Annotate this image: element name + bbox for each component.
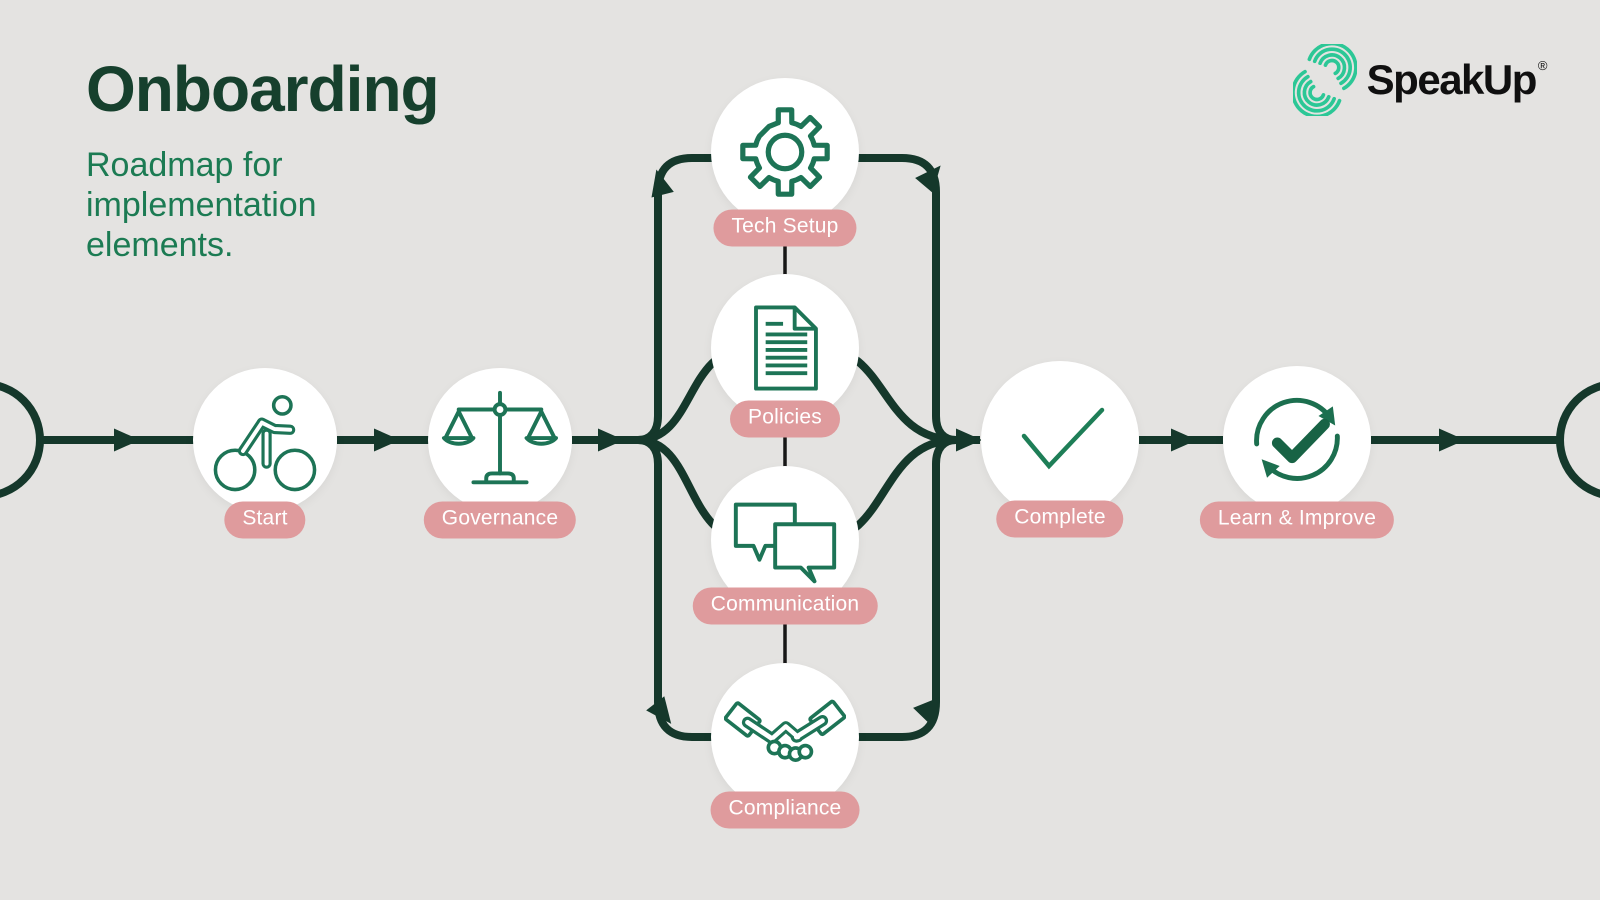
speakup-logo: SpeakUp® [1292,44,1548,116]
label-compliance: Compliance [710,791,860,829]
label-start: Start [224,501,306,539]
node-compliance [711,663,859,811]
header: Onboarding Roadmap for implementation el… [86,53,440,266]
flow-entry-ring [0,382,44,498]
node-governance [428,368,572,512]
chat-bubbles-icon [733,502,837,584]
node-tech-setup [711,78,859,226]
page-title: Onboarding [86,53,440,125]
subtitle-line: implementation [86,186,317,225]
label-tech-setup: Tech Setup [713,209,857,247]
flow-arrowheads [114,165,1465,724]
label-communication: Communication [692,587,878,625]
subtitle-line: elements. [86,226,234,265]
label-policies: Policies [730,400,840,438]
checkmark-icon [1021,407,1105,470]
label-governance: Governance [423,501,577,539]
document-icon [754,305,818,391]
page-subtitle: Roadmap for implementation elements. [86,145,439,265]
node-learn-improve [1223,366,1371,514]
bicycle-icon [213,394,317,492]
handshake-icon [724,699,846,763]
speakup-wordmark: SpeakUp® [1366,56,1548,103]
registered-mark: ® [1537,58,1548,73]
gear-icon [740,107,830,197]
scales-icon [441,390,559,485]
flow-exit-ring [1556,382,1600,498]
label-learn-improve: Learn & Improve [1199,501,1395,539]
node-policies [711,274,859,422]
node-start [193,368,337,512]
speakup-logo-icon [1292,44,1357,116]
node-complete [981,361,1139,519]
label-complete: Complete [996,500,1124,538]
cycle-check-icon [1254,397,1340,481]
subtitle-line: Roadmap for [86,146,283,185]
